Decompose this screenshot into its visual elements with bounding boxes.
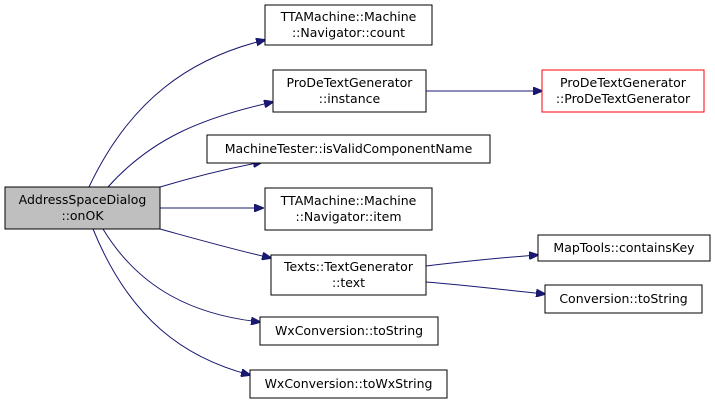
node-label-line-2: ::instance (319, 91, 381, 106)
edge-root-to-pdinstance (107, 102, 273, 188)
node-label-line-2: ::text (332, 275, 365, 290)
node-map-tools-contains-key[interactable]: MapTools::containsKey (537, 234, 711, 262)
edge-root-to-wxtostring (102, 228, 260, 322)
node-prode-text-generator-instance[interactable]: ProDeTextGenerator ::instance (272, 69, 427, 113)
node-label-line-2: ::Navigator::item (295, 209, 401, 224)
node-label-line-1: MachineTester::isValidComponentName (225, 141, 473, 156)
function-nodes: AddressSpaceDialog ::onOK TTAMachine::Ma… (4, 4, 711, 399)
node-label-line-1: WxConversion::toWxString (265, 376, 433, 391)
edge-textsgen-to-convtostring (425, 281, 545, 294)
node-label-line-2: ::ProDeTextGenerator (556, 91, 691, 106)
node-address-space-dialog-onok[interactable]: AddressSpaceDialog ::onOK (4, 186, 161, 230)
node-machine-tester-is-valid-component-name[interactable]: MachineTester::isValidComponentName (206, 134, 491, 164)
edge-root-to-validname (159, 162, 262, 188)
node-label-line-1: Texts::TextGenerator (283, 259, 414, 274)
node-conversion-to-string[interactable]: Conversion::toString (544, 284, 703, 314)
node-label-line-1: Conversion::toString (559, 291, 687, 306)
node-label-line-2: ::onOK (61, 208, 104, 223)
node-label-line-1: TTAMachine::Machine (280, 193, 417, 208)
node-navigator-count[interactable]: TTAMachine::Machine ::Navigator::count (264, 4, 433, 46)
node-label-line-1: ProDeTextGenerator (560, 75, 687, 90)
node-wx-conversion-to-wx-string[interactable]: WxConversion::toWxString (249, 369, 448, 399)
node-texts-text-generator-text[interactable]: Texts::TextGenerator ::text (270, 254, 427, 296)
call-edges (88, 40, 545, 375)
node-label-line-1: WxConversion::toString (275, 323, 423, 338)
node-label-line-1: ProDeTextGenerator (287, 75, 414, 90)
node-label-line-1: TTAMachine::Machine (280, 9, 417, 24)
node-label-line-1: AddressSpaceDialog (19, 192, 147, 207)
edge-root-to-navcount (88, 40, 265, 188)
edge-textsgen-to-containskey (425, 255, 538, 267)
node-navigator-item[interactable]: TTAMachine::Machine ::Navigator::item (264, 187, 433, 231)
edge-root-to-textsgen (159, 228, 271, 258)
node-prode-text-generator-constructor[interactable]: ProDeTextGenerator ::ProDeTextGenerator (541, 69, 705, 113)
node-label-line-1: MapTools::containsKey (553, 240, 695, 255)
node-wx-conversion-to-string[interactable]: WxConversion::toString (259, 316, 439, 346)
node-label-line-2: ::Navigator::count (292, 25, 405, 40)
edge-root-to-wxtowx (92, 228, 250, 375)
